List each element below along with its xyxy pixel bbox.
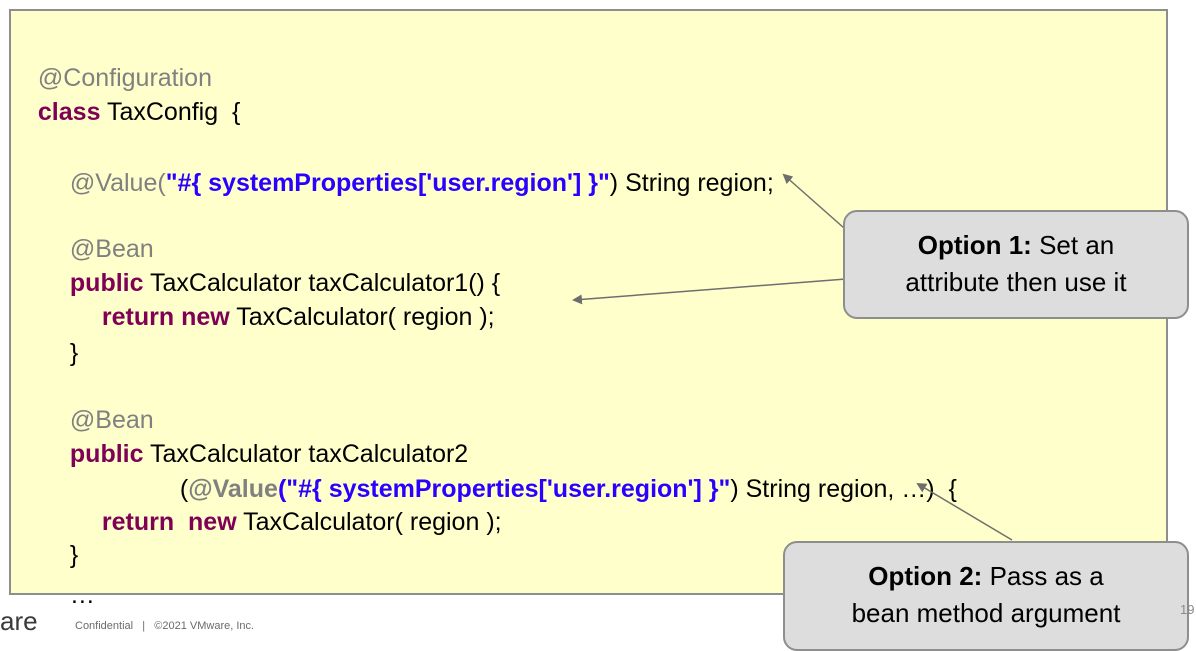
return-statement-2: TaxCalculator( region ); <box>236 508 502 536</box>
keyword-public: public <box>69 269 144 297</box>
code-line-13: … <box>56 550 95 610</box>
return-statement-1: TaxCalculator( region ); <box>229 303 495 331</box>
option-2-text: Pass as a <box>982 561 1104 591</box>
spel-string: "#{ systemProperties['user.region'] }" <box>165 169 610 197</box>
code-line-9: public TaxCalculator taxCalculator2 <box>56 409 468 469</box>
callout-option-2-line-2: bean method argument <box>851 598 1121 628</box>
callout-option-2-line-1: Option 2: Pass as a <box>785 558 1187 595</box>
method-signature-2: TaxCalculator taxCalculator2 <box>143 440 469 468</box>
arrow-option1-to-return <box>572 278 847 305</box>
option-1-label: Option 1: <box>917 230 1032 260</box>
code-line-1: @Configuration <box>24 33 212 93</box>
method-signature-1: TaxCalculator taxCalculator1() { <box>143 269 501 297</box>
closing-brace: } <box>69 339 79 367</box>
class-declaration: TaxConfig { <box>100 98 241 126</box>
arrow-option2-to-param <box>916 482 1013 541</box>
callout-option-2: Option 2: Pass as a bean method argument <box>783 541 1189 651</box>
annotation-bean-2: @Bean <box>69 406 154 434</box>
callout-option-1-line-2: attribute then use it <box>905 267 1127 297</box>
code-line-12: } <box>56 510 78 570</box>
code-line-5: public TaxCalculator taxCalculator1() { <box>56 238 500 298</box>
annotation-value: @Value( <box>69 169 166 197</box>
code-line-10: (@Value("#{ systemProperties['user.regio… <box>166 444 957 504</box>
code-line-8: @Bean <box>56 375 154 435</box>
annotation-configuration: @Configuration <box>37 64 212 92</box>
page-number: 19 <box>1180 602 1195 617</box>
code-line-2: class TaxConfig { <box>24 67 240 127</box>
annotation-bean-1: @Bean <box>69 235 154 263</box>
keyword-class: class <box>37 98 101 126</box>
annotation-value-param: @Value <box>188 475 278 503</box>
paren: ( <box>277 475 287 503</box>
open-paren: ( <box>179 475 189 503</box>
confidential-notice: Confidential | ©2021 VMware, Inc. <box>75 620 255 632</box>
code-line-7: } <box>56 308 78 368</box>
parameter-declaration: ) String region, …) { <box>730 475 957 503</box>
keyword-public: public <box>69 440 144 468</box>
code-line-3: @Value("#{ systemProperties['user.region… <box>56 138 774 198</box>
code-line-11: return new TaxCalculator( region ); <box>88 477 502 537</box>
vmware-logo: are <box>0 606 38 636</box>
spel-string-param: "#{ systemProperties['user.region'] }" <box>286 475 731 503</box>
closing-brace: } <box>69 541 79 569</box>
callout-option-1: Option 1: Set an attribute then use it <box>843 210 1189 319</box>
option-2-label: Option 2: <box>868 561 983 591</box>
keyword-return-new: return new <box>101 303 230 331</box>
code-line-6: return new TaxCalculator( region ); <box>88 272 495 332</box>
code-line-4: @Bean <box>56 204 154 264</box>
field-declaration: ) String region; <box>609 169 774 197</box>
option-1-text: Set an <box>1031 230 1115 260</box>
ellipsis: … <box>69 581 95 609</box>
callout-option-1-line-1: Option 1: Set an <box>845 227 1187 264</box>
keyword-return-new: return new <box>101 508 237 536</box>
arrow-option1-to-field <box>782 173 845 229</box>
